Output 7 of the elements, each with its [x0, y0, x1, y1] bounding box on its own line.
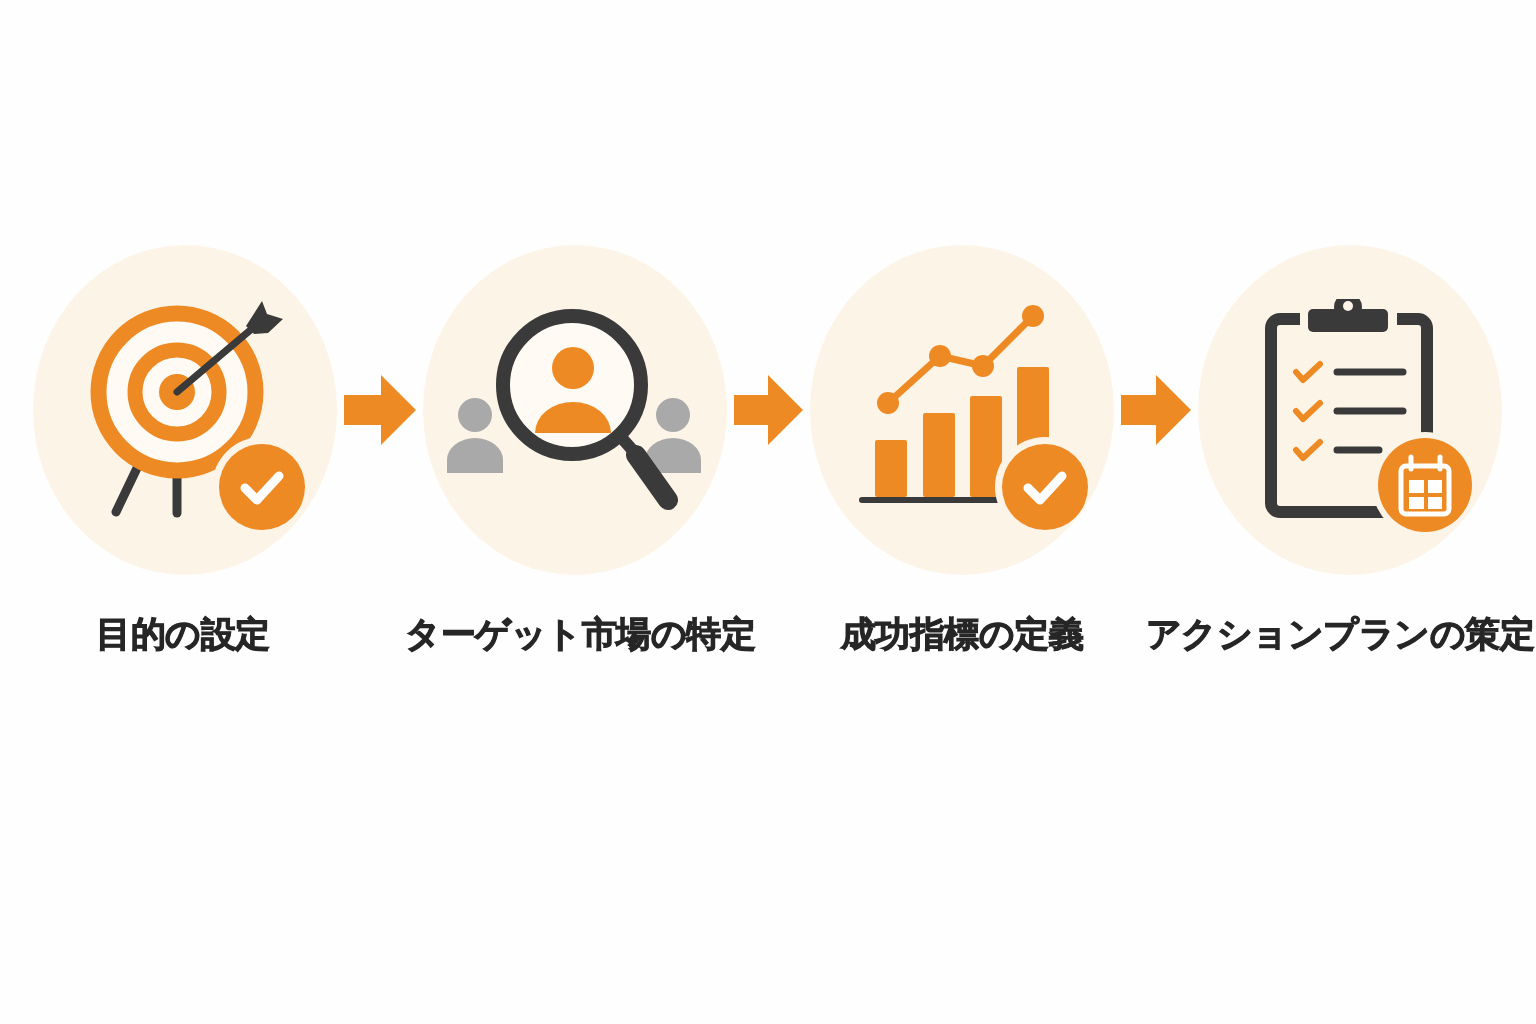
arrow — [734, 375, 803, 445]
arrow — [1121, 375, 1191, 445]
step-label: 目的の設定 — [96, 613, 270, 655]
step-label: ターゲット市場の特定 — [405, 613, 755, 655]
arrow — [344, 375, 416, 445]
step-label: アクションプランの策定 — [1145, 613, 1535, 655]
step-label: 成功指標の定義 — [840, 613, 1084, 655]
